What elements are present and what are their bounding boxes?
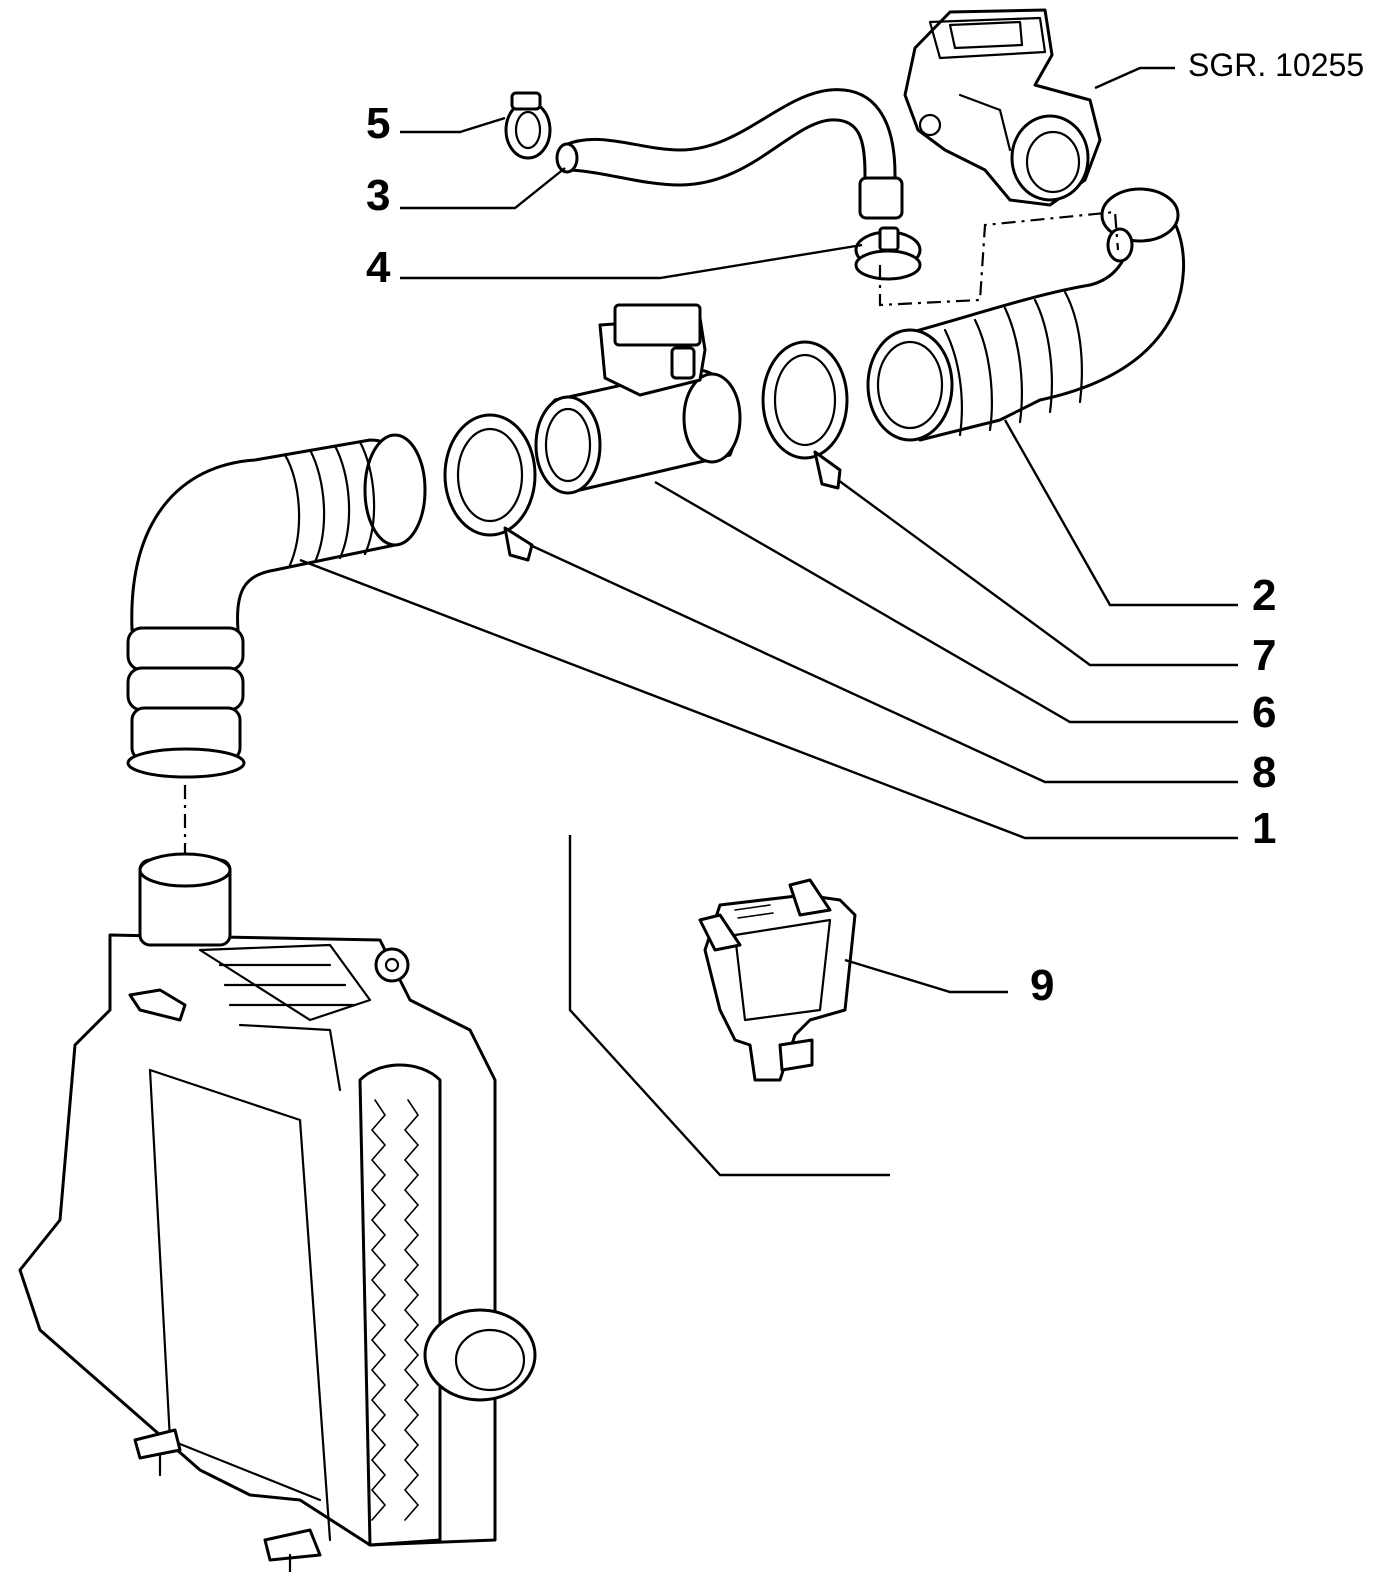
breather-hose [555, 88, 904, 220]
leader-lines [299, 66, 1238, 994]
callout-2: 2 [1252, 571, 1276, 620]
callout-7: 7 [1252, 631, 1276, 680]
bracket-9 [698, 878, 857, 1082]
hose-clamp-7 [761, 340, 849, 490]
hose-clamp-8 [443, 413, 537, 562]
callout-5: 5 [366, 99, 390, 148]
air-filter-box [18, 852, 537, 1572]
callout-8: 8 [1252, 748, 1276, 797]
callout-6: 6 [1252, 688, 1276, 737]
callout-4: 4 [366, 243, 391, 292]
hose-clamp-5 [504, 91, 552, 160]
hose-clamp-4 [854, 226, 922, 281]
callout-1: 1 [1252, 804, 1276, 853]
air-flow-meter-6 [534, 303, 742, 495]
intake-hose-1 [126, 433, 427, 779]
throttle-body [903, 8, 1102, 207]
intake-hose-2 [866, 187, 1186, 442]
callout-3: 3 [366, 171, 390, 220]
callout-9: 9 [1030, 961, 1054, 1010]
reference-code: SGR. 10255 [1188, 47, 1364, 83]
